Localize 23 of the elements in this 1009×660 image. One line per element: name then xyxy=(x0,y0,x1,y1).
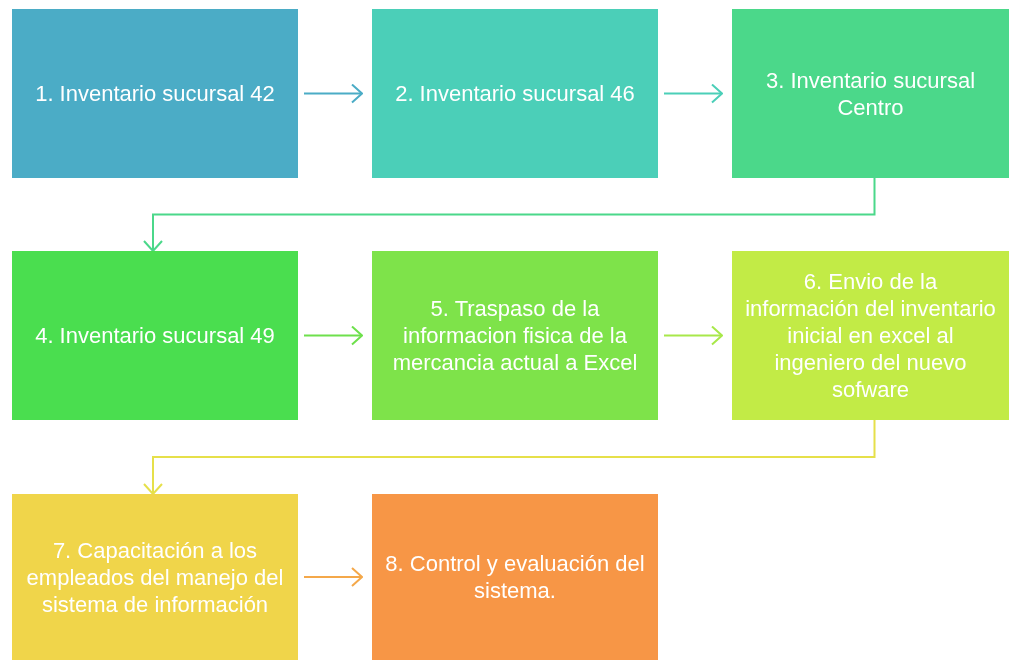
step-text: 2. Inventario sucursal 46 xyxy=(395,80,635,107)
arrow xyxy=(303,567,363,587)
arrow xyxy=(663,325,723,346)
arrow xyxy=(143,177,876,252)
step-text: 5. Traspaso de la informacion fisica de la mercancia actual a Excel xyxy=(391,295,639,376)
process-box xyxy=(12,251,298,420)
process-box xyxy=(732,9,1009,178)
step-text: 4. Inventario sucursal 49 xyxy=(35,322,275,349)
step-text: 6. Envio de la información del inventario inicial en excel al ingeniero del nuevo sofware xyxy=(744,268,997,403)
step-text: 8. Control y evaluación del sistema. xyxy=(384,550,646,604)
arrow xyxy=(663,83,723,104)
arrow xyxy=(143,419,876,495)
process-box xyxy=(732,251,1009,420)
step-text: 3. Inventario sucursal Centro xyxy=(764,66,977,121)
process-box xyxy=(372,251,658,420)
step-text: 1. Inventario sucursal 42 xyxy=(35,80,275,107)
arrow xyxy=(303,325,363,346)
arrow xyxy=(303,83,363,104)
process-box xyxy=(372,494,658,660)
process-box xyxy=(12,494,298,660)
process-box xyxy=(372,9,658,178)
process-box xyxy=(12,9,298,178)
step-text: 7. Capacitación a los empleados del manejo del sistema de información xyxy=(25,536,285,618)
